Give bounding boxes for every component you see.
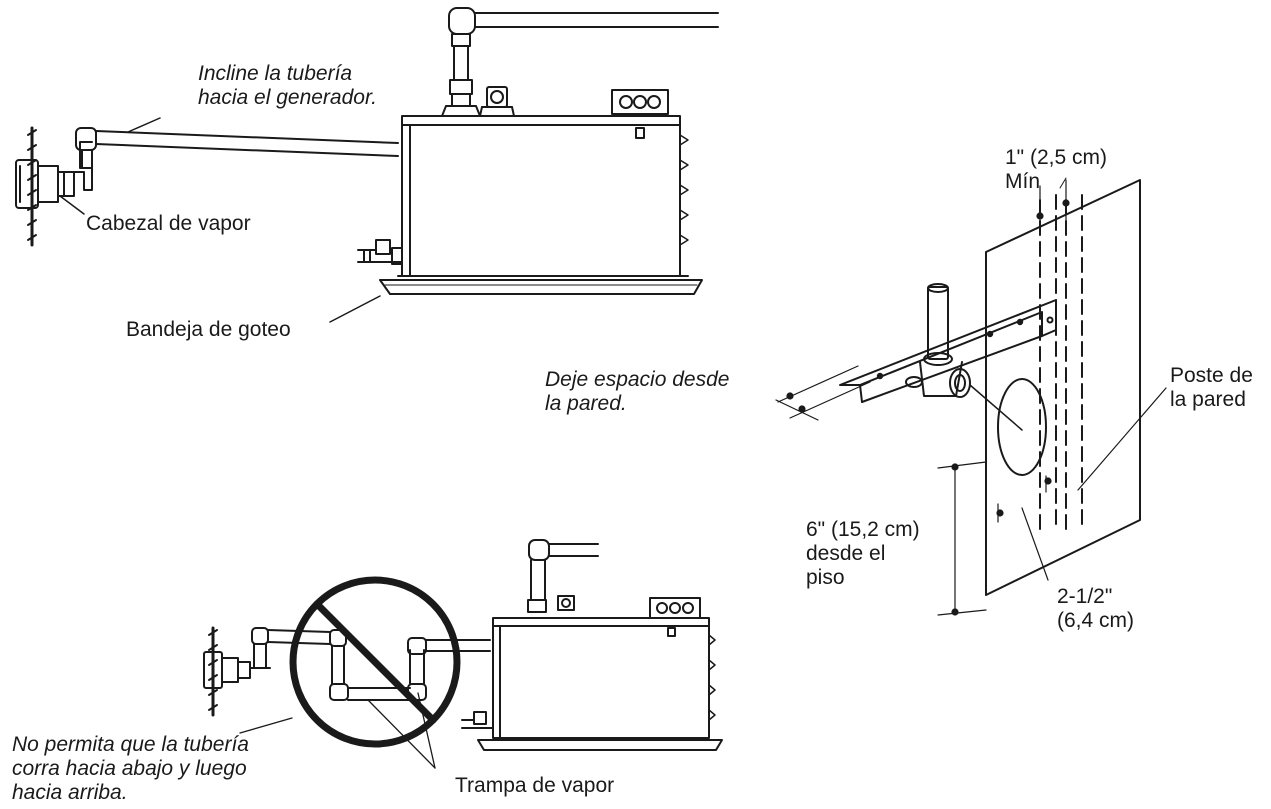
bottom-installation [203,539,723,769]
drip-tray-label: Bandeja de goteo [126,318,291,341]
min-clearance-label: 1" (2,5 cm) Mín [1005,146,1107,194]
min-line-1: 1" (2,5 cm) [1005,146,1107,169]
nopermita-line-3: hacia arriba. [12,781,128,804]
hole-line-2: (6,4 cm) [1057,609,1135,632]
floor-height-label: 6" (15,2 cm) desde el piso [806,518,920,590]
wall-stud-label: Poste de la pared [1170,364,1253,412]
wall-clearance-label: Deje espacio desde la pared. [545,368,729,416]
desde-line-2: desde el [806,542,886,565]
steam-trap-label: Trampa de vapor [455,774,615,797]
hole-line-1: 2-1/2" [1057,585,1113,608]
no-trap-warning-label: No permita que la tubería corra hacia ab… [12,733,249,805]
steam-head-label: Cabezal de vapor [86,212,251,235]
desde-line-1: 6" (15,2 cm) [806,518,920,541]
desde-line-3: piso [806,566,845,589]
wall-detail [775,177,1167,616]
generator-top [357,115,689,277]
hole-size-label: 2-1/2" (6,4 cm) [1057,585,1134,633]
nopermita-line-1: No permita que la tubería [12,733,249,756]
wall-hatch-top [27,126,37,247]
incline-line-1: Incline la tubería [198,62,353,85]
deje-line-2: la pared. [545,392,627,415]
poste-line-2: la pared [1170,388,1246,411]
min-line-2: Mín [1005,170,1041,193]
poste-line-1: Poste de [1170,364,1253,387]
incline-pipe-label: Incline la tubería hacia el generador. [198,62,377,110]
steam-head-top [15,159,75,209]
incline-line-2: hacia el generador. [198,86,378,109]
top-installation [15,7,719,323]
drip-tray-top [379,275,703,295]
deje-line-1: Deje espacio desde [545,368,730,391]
nopermita-line-2: corra hacia abajo y luego [12,757,247,780]
